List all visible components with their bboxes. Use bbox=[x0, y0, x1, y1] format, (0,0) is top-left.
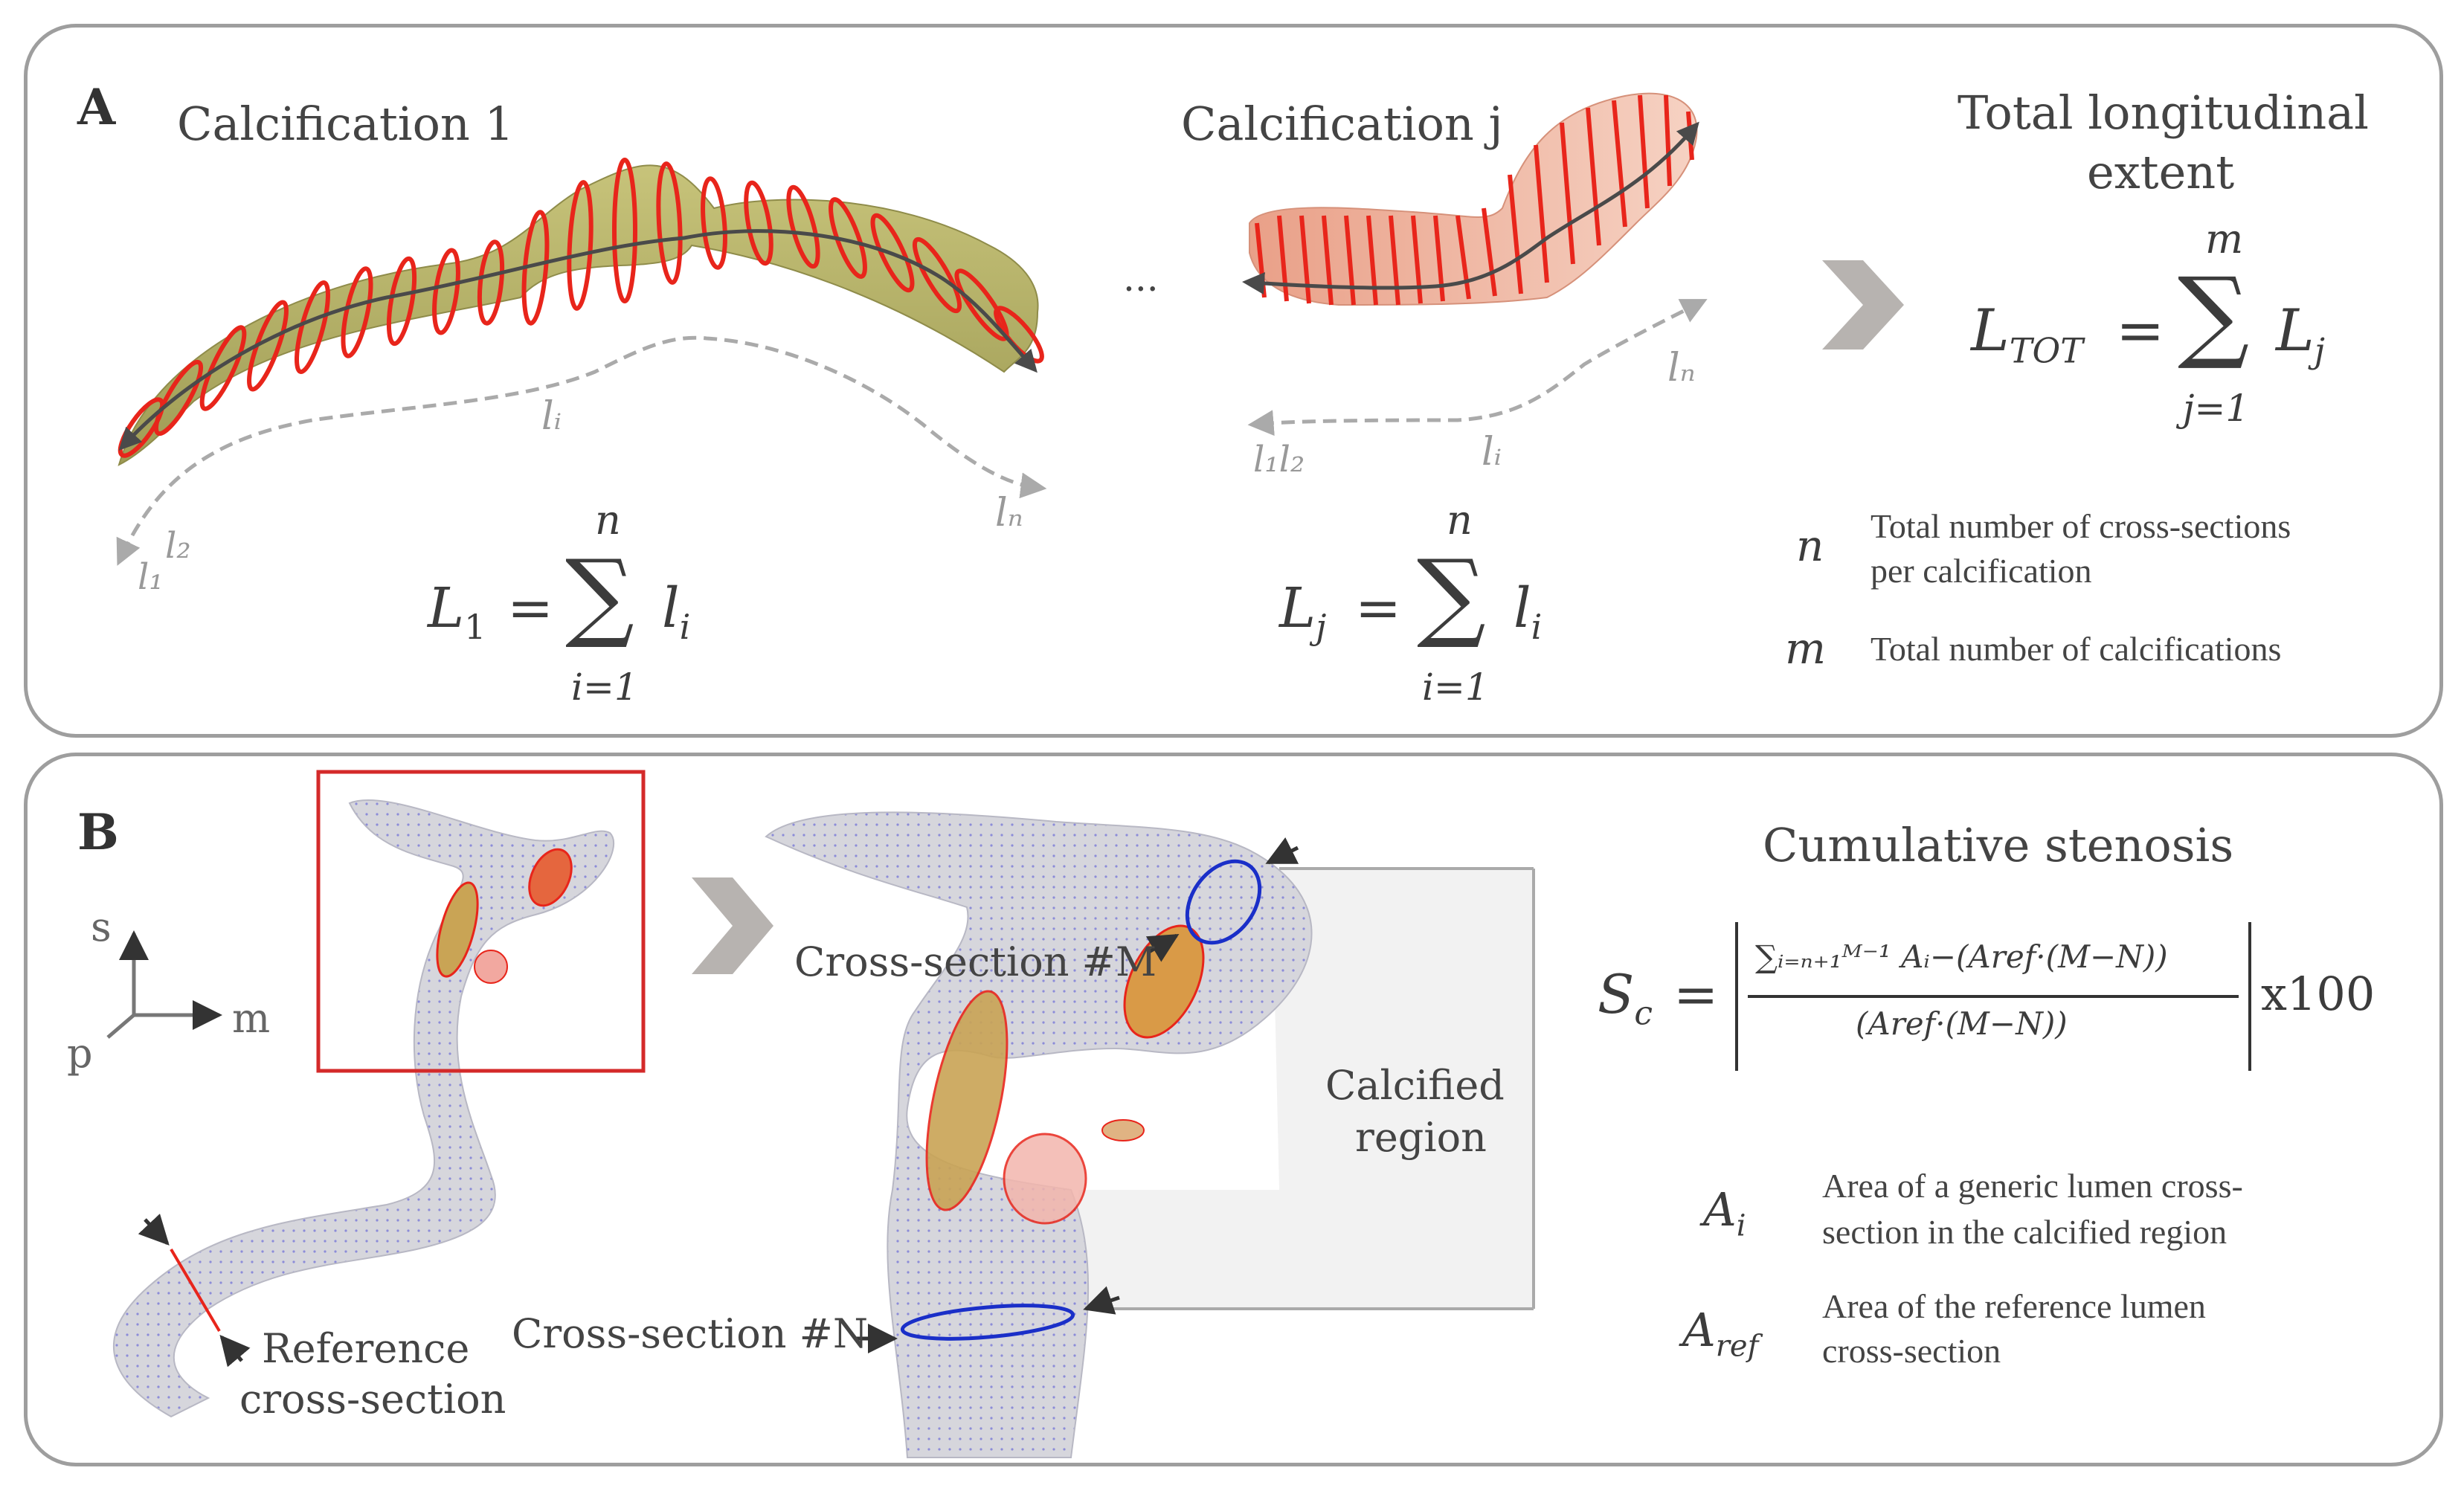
calcification-1-segment-path bbox=[116, 335, 1047, 566]
calcified-region-area bbox=[1078, 869, 1534, 1309]
chevron-arrow-a bbox=[1822, 260, 1904, 350]
calcification-1-shape bbox=[118, 164, 1039, 466]
l1-eq: = bbox=[507, 576, 554, 640]
legend-ai-line2: section in the calcified region bbox=[1822, 1213, 2227, 1251]
legend-n-line2: per calcification bbox=[1870, 552, 2092, 590]
sc-numerator: ∑ᵢ₌ₙ₊₁ᴹ⁻¹ Aᵢ−(Aref·(M−N)) bbox=[1755, 938, 2168, 975]
ltot-top: m bbox=[2205, 216, 2244, 263]
ellipsis: ... bbox=[1123, 257, 1159, 300]
legend-n-symbol: n bbox=[1796, 521, 1824, 571]
chevron-arrow-b bbox=[692, 877, 773, 974]
vessel-small bbox=[112, 799, 614, 1418]
legend-ai-symbol: A bbox=[1703, 1182, 1737, 1237]
cross-n-arrow-right bbox=[1083, 1286, 1120, 1315]
l1-term-sub: i bbox=[679, 606, 691, 647]
ltot-term: L bbox=[2276, 297, 2315, 364]
cross-m-arrow-right bbox=[1265, 837, 1299, 865]
zoomed-calcifications bbox=[925, 924, 1205, 1225]
cross-section-n-ring bbox=[900, 1304, 1075, 1341]
total-title-line1: Total longitudinal bbox=[1958, 86, 2369, 140]
lj-sum: ∑ bbox=[1417, 538, 1486, 651]
calcification-j-title: Calcification j bbox=[1181, 97, 1503, 151]
ltot-sum: ∑ bbox=[2178, 256, 2250, 373]
seg1-l1: l₁ bbox=[138, 556, 164, 598]
sc-factor: x100 bbox=[2261, 967, 2375, 1021]
seg1-ln: lₙ bbox=[995, 491, 1023, 535]
l1-top: n bbox=[595, 497, 621, 544]
segj-l1l2: l₁l₂ bbox=[1253, 439, 1305, 480]
calcification-j-segment-path bbox=[1247, 299, 1708, 437]
small-vessel-calcifications bbox=[436, 848, 573, 984]
lj-term-sub: i bbox=[1531, 606, 1543, 647]
l1-lhs: L bbox=[428, 576, 465, 640]
ltot-term-sub: j bbox=[2314, 330, 2326, 371]
panel-b-letter: B bbox=[77, 803, 119, 861]
calcified-label-line2: region bbox=[1355, 1114, 1487, 1161]
calcification-1-title: Calcification 1 bbox=[177, 97, 514, 151]
sc-eq: = bbox=[1673, 963, 1719, 1025]
total-title-line2: extent bbox=[2087, 145, 2235, 199]
legend-m-symbol: m bbox=[1785, 623, 1826, 674]
lj-lhs: L bbox=[1279, 576, 1316, 640]
sc-lhs-sub: c bbox=[1634, 994, 1653, 1033]
axes-icon bbox=[106, 930, 222, 1039]
ltot-eq: = bbox=[2116, 297, 2165, 364]
calcified-label-line1: Calcified bbox=[1325, 1062, 1505, 1109]
reference-arrow-bottom bbox=[219, 1334, 251, 1368]
panel-a-letter: A bbox=[77, 78, 116, 136]
legend-aref-line2: cross-section bbox=[1822, 1332, 2001, 1370]
sc-denominator: (Aref·(M−N)) bbox=[1856, 1005, 2068, 1042]
cross-m-arrow-left bbox=[1145, 933, 1180, 962]
legend-aref-line1: Area of the reference lumen bbox=[1822, 1287, 2206, 1325]
lj-term: l bbox=[1514, 576, 1531, 640]
ltot-lhs: L bbox=[1971, 297, 2010, 364]
seg1-li: lᵢ bbox=[541, 394, 562, 439]
calcification-1-centerline bbox=[118, 229, 1038, 451]
seg1-l2: l₂ bbox=[165, 525, 191, 567]
sc-lhs: S bbox=[1598, 963, 1635, 1025]
calcification-j-centerline bbox=[1242, 121, 1699, 294]
l1-bottom: i=1 bbox=[571, 666, 638, 709]
legend-aref-sub: ref bbox=[1715, 1329, 1759, 1364]
l1-sum: ∑ bbox=[565, 538, 634, 651]
reference-cross-section-line bbox=[170, 1248, 221, 1333]
reference-arrow-top bbox=[138, 1214, 170, 1246]
reference-label-line1: Reference bbox=[262, 1325, 470, 1372]
lj-eq: = bbox=[1355, 576, 1402, 640]
l1-term: l bbox=[662, 576, 680, 640]
legend-m-line1: Total number of calcifications bbox=[1870, 630, 2282, 668]
cross-section-m-ring bbox=[1185, 859, 1262, 945]
segj-li: lᵢ bbox=[1482, 430, 1502, 474]
axis-m-label: m bbox=[232, 995, 271, 1042]
stenosis-title: Cumulative stenosis bbox=[1763, 818, 2234, 872]
legend-n-line1: Total number of cross-sections bbox=[1870, 507, 2291, 545]
legend-ai-sub: i bbox=[1736, 1208, 1746, 1243]
lj-top: n bbox=[1447, 497, 1473, 544]
ltot-lhs-sub: TOT bbox=[2009, 330, 2083, 371]
reference-label-line2: cross-section bbox=[239, 1376, 506, 1423]
segj-ln: lₙ bbox=[1667, 346, 1696, 390]
legend-ai-line1: Area of a generic lumen cross- bbox=[1822, 1167, 2243, 1205]
lj-lhs-sub: j bbox=[1316, 606, 1327, 647]
legend-aref-symbol: A bbox=[1682, 1303, 1716, 1357]
cross-section-n-label: Cross-section #N bbox=[512, 1310, 869, 1357]
l1-lhs-sub: 1 bbox=[464, 606, 486, 647]
axis-p-label: p bbox=[67, 1030, 93, 1077]
ltot-bottom: j=1 bbox=[2183, 387, 2250, 430]
lj-bottom: i=1 bbox=[1422, 666, 1489, 709]
axis-s-label: s bbox=[91, 904, 112, 950]
zoom-highlight-box bbox=[316, 770, 646, 1073]
cross-section-m-label: Cross-section #M bbox=[794, 938, 1157, 985]
